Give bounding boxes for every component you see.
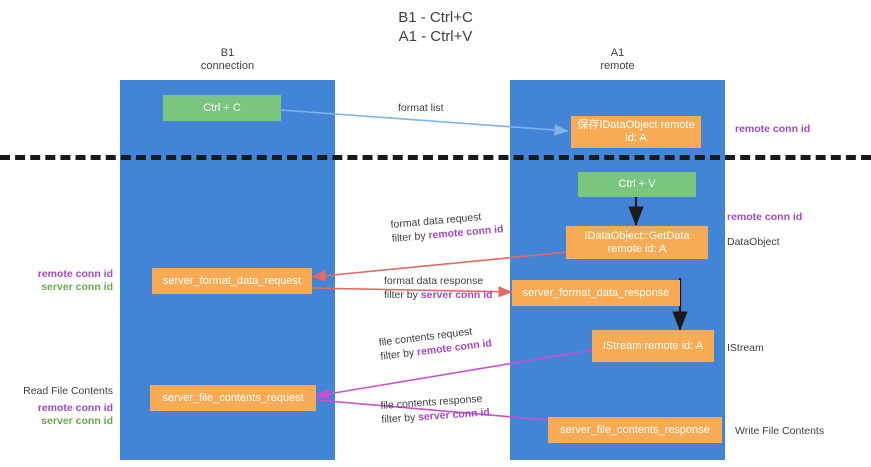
edge-label-format-data-response: format data response filter by server co…: [384, 274, 493, 302]
note-left-remote-conn-id-bottom: remote conn id: [37, 402, 113, 414]
edge-label-format-list: format list: [398, 102, 444, 114]
node-idataobject-getdata[interactable]: IDataObject::GetData remote id: A: [566, 226, 708, 259]
diagram-title: B1 - Ctrl+C A1 - Ctrl+V: [398, 9, 473, 45]
arrow-format-data-request: [311, 251, 569, 282]
filter-conn-id: server conn id: [420, 289, 493, 301]
lane-header-b1: B1 connection: [200, 47, 255, 72]
edge-label-format-data-response-filter: filter by server conn id: [384, 288, 493, 302]
arrow-format-data-response: [311, 286, 513, 298]
section-divider: [0, 155, 871, 160]
arrow-format-list: [280, 109, 569, 136]
node-istream[interactable]: IStream remote id: A: [592, 330, 714, 362]
note-remote-conn-id-top: remote conn id: [735, 123, 811, 135]
node-ctrl-v[interactable]: Ctrl + V: [578, 172, 696, 197]
note-remote-conn-id-mid: remote conn id: [727, 211, 803, 223]
filter-prefix: filter by: [391, 229, 429, 245]
filter-prefix: filter by: [384, 289, 421, 301]
note-left-server-conn-id-mid: server conn id: [41, 281, 113, 293]
note-read-file-contents: Read File Contents: [23, 385, 113, 397]
edge-label-format-data-response-text: format data response: [384, 275, 484, 287]
node-server-format-data-response[interactable]: server_format_data_response: [512, 280, 680, 306]
note-left-server-conn-id-bottom: server conn id: [41, 415, 113, 427]
lane-header-a1: A1 remote: [600, 47, 635, 72]
note-istream: IStream: [727, 342, 764, 354]
note-left-remote-conn-id-mid: remote conn id: [37, 268, 113, 280]
node-save-idataobject[interactable]: 保存IDataObject remote id: A: [571, 116, 701, 148]
node-ctrl-c[interactable]: Ctrl + C: [163, 95, 281, 121]
note-dataobject: DataObject: [727, 236, 780, 248]
note-write-file-contents: Write File Contents: [735, 425, 825, 437]
node-server-file-contents-response[interactable]: server_file_contents_response: [548, 417, 722, 443]
node-server-file-contents-request[interactable]: server_file_contents_request: [150, 385, 316, 411]
node-server-format-data-request[interactable]: server_format_data_request: [152, 268, 312, 294]
filter-prefix: filter by: [381, 411, 419, 426]
arrow-file-contents-request: [315, 349, 593, 400]
